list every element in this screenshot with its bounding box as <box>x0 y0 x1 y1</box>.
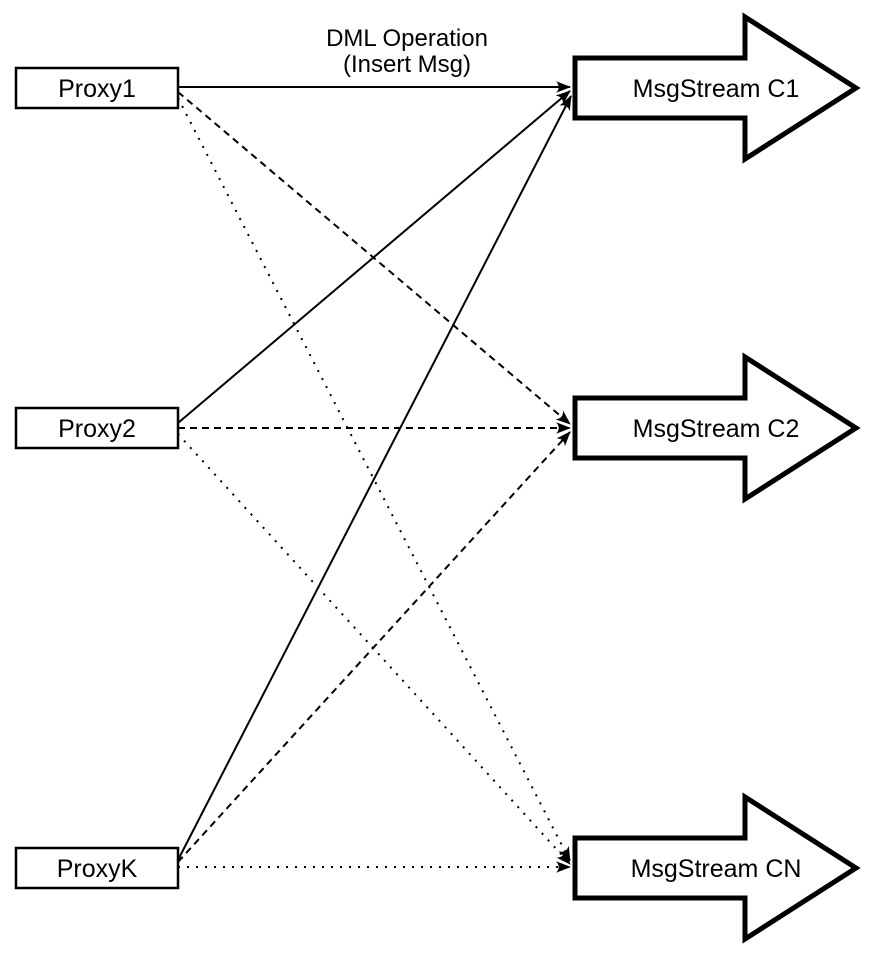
msgstream-c1-label: MsgStream C1 <box>633 75 800 103</box>
proxy2-node: Proxy2 <box>14 406 180 450</box>
connection-proxyk-c1-solid-line <box>177 95 572 861</box>
proxy2-label: Proxy2 <box>58 415 136 443</box>
msgstream-c2-block-arrow-icon <box>572 352 861 504</box>
msgstream-c1-block-arrow-icon <box>572 12 861 164</box>
connection-proxyk-c2-dashed-line <box>177 431 571 863</box>
proxy1-box <box>14 66 180 110</box>
connection-proxy2-cn-dotted-line <box>177 433 571 865</box>
proxyk-box <box>14 846 180 890</box>
dml-operation-annotation-line1: DML Operation <box>326 25 488 52</box>
connection-proxy1-c2-dashed-line <box>177 91 571 425</box>
proxyk-node: ProxyK <box>14 846 180 890</box>
proxyk-label: ProxyK <box>57 855 138 883</box>
msgstream-cn-block-arrow-icon <box>572 792 861 944</box>
msgstream-c1-node: MsgStream C1 <box>572 12 861 164</box>
msgstream-cn-node: MsgStream CN <box>572 792 861 944</box>
proxy1-node: Proxy1 <box>14 66 180 110</box>
dml-operation-annotation-line2: (Insert Msg) <box>343 51 471 78</box>
proxy1-label: Proxy1 <box>58 75 136 103</box>
msgstream-c2-label: MsgStream C2 <box>633 415 800 443</box>
msgstream-cn-label: MsgStream CN <box>631 855 802 883</box>
proxy2-box <box>14 406 180 450</box>
msgstream-c2-node: MsgStream C2 <box>572 352 861 504</box>
